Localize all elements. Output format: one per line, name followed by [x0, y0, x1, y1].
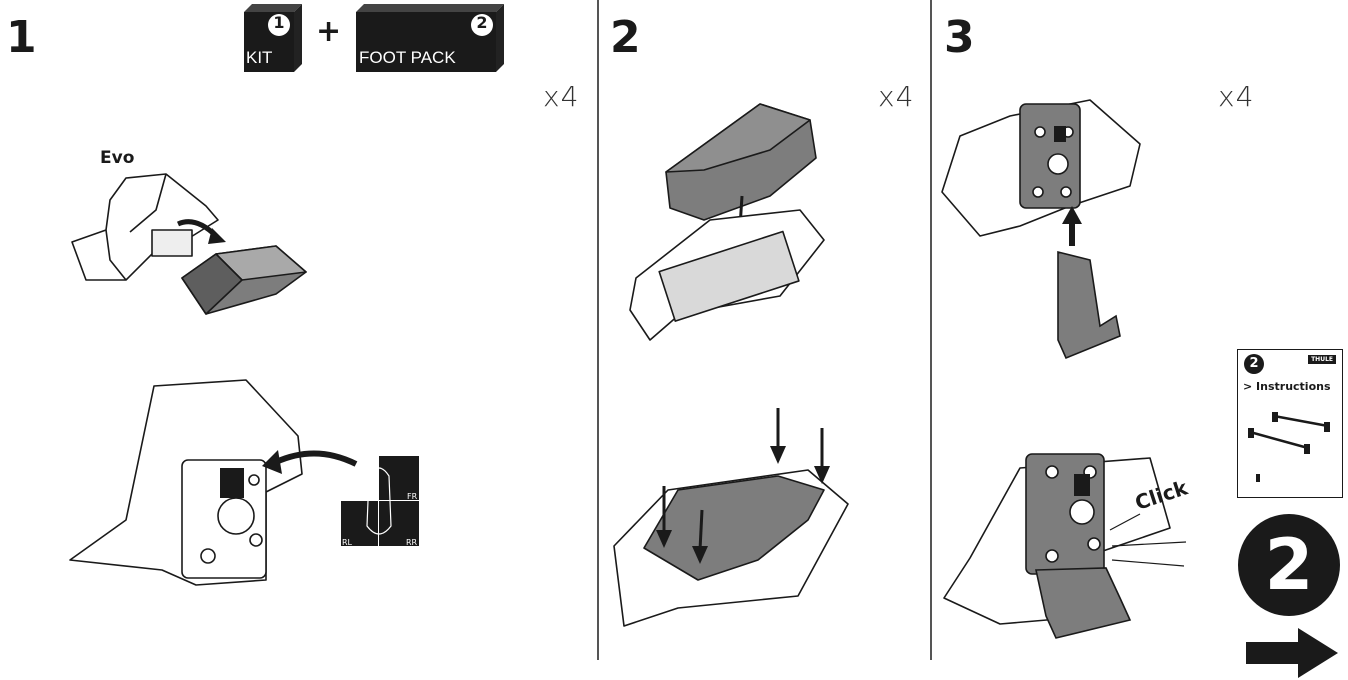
instructions-booklet: 2 THULE > Instructions: [1237, 349, 1343, 498]
decal-label-rl: RL: [342, 538, 353, 547]
foot-bracket-insert-illustration: [941, 99, 1141, 360]
foot-position-decal-illustration: [69, 379, 358, 586]
multiplier-step-2: x4: [878, 80, 915, 113]
evo-foot-pad-illustration: [71, 173, 307, 315]
kit-label: KIT: [246, 48, 273, 67]
step-number-2: 2: [610, 12, 641, 63]
pad-press-illustration: [613, 408, 849, 627]
plus-sign: +: [316, 14, 342, 49]
roof-bars-icon: [1248, 412, 1330, 454]
foot-bracket-click-illustration: [943, 453, 1187, 639]
next-arrow-icon[interactable]: [1246, 628, 1338, 678]
foot-pack-badge-number: 2: [476, 13, 488, 32]
decal-label-fr: FR: [407, 492, 418, 501]
next-step-number: 2: [1264, 524, 1314, 606]
thule-logo: THULE: [1308, 355, 1336, 364]
step-number-1: 1: [6, 12, 37, 63]
foot-pack-badge-circle: [471, 14, 493, 36]
pad-insertion-illustration: [629, 103, 825, 341]
booklet-badge: 2: [1244, 354, 1264, 374]
booklet-title: > Instructions: [1243, 380, 1331, 393]
position-decal-grid: [341, 456, 419, 546]
foot-pack-label: FOOT PACK: [359, 48, 456, 67]
divider-step1-step2: [597, 0, 599, 660]
kit-badge-number: 1: [273, 13, 285, 32]
decal-label-rr: RR: [406, 538, 418, 547]
evo-label: Evo: [100, 148, 135, 168]
multiplier-step-1: x4: [543, 80, 580, 113]
multiplier-step-3: x4: [1218, 80, 1255, 113]
foot-pack-box: [356, 4, 504, 72]
kit-box: [244, 4, 302, 72]
step-number-3: 3: [944, 12, 975, 63]
divider-step2-step3: [930, 0, 932, 660]
next-step-circle: [1238, 514, 1340, 616]
kit-badge-circle: [268, 14, 290, 36]
booklet-small-mark: [1256, 474, 1260, 482]
